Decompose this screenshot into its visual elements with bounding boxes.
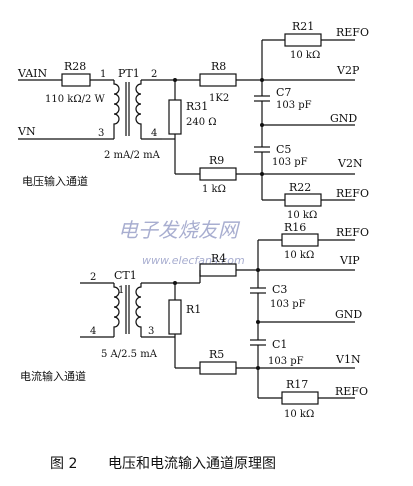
c1-label: C1 [272,338,287,351]
r17-label: R17 [286,378,308,391]
c7-value: 103 pF [276,100,312,111]
r4-label: R4 [211,252,226,265]
r16-resistor [281,233,319,247]
c3-value: 103 pF [270,299,306,310]
ct1-label: CT1 [114,269,137,282]
current-circuit: 2 4 1 3 CT1 5 A/2.5 mA R1 R4 VIP R16 10 … [20,221,369,420]
vn-label: VN [17,125,36,138]
r21-value: 10 kΩ [290,50,320,61]
svg-text:1: 1 [100,69,106,80]
svg-text:2: 2 [90,272,96,283]
r8-label: R8 [211,60,226,73]
figure-title: 电压和电流输入通道原理图 [108,456,276,472]
r21-resistor [284,33,322,47]
watermark-chinese: 电子发烧友网 [118,218,241,242]
c5-value: 103 pF [272,157,308,168]
vain-label: VAIN [17,67,47,80]
c7-label: C7 [276,86,291,99]
r16-value: 10 kΩ [284,250,314,261]
r31-value: 240 Ω [186,117,217,128]
figure-caption: 图 2 电压和电流输入通道原理图 [50,456,276,472]
r21-label: R21 [292,20,314,33]
pt1-primary-coil [113,80,120,139]
r4-resistor [199,263,237,277]
ct1-rating: 5 A/2.5 mA [101,349,158,360]
voltage-section-title: 电压输入通道 [22,174,88,188]
voltage-circuit: VAIN VN R28 110 kΩ/2 W 1 3 PT1 2 4 2 mA/… [17,20,369,221]
pt1-label: PT1 [118,67,140,80]
r9-label: R9 [209,154,224,167]
r28-label: R28 [64,60,86,73]
figure-number: 图 2 [50,456,77,472]
r28-value: 110 kΩ/2 W [45,94,106,105]
c5-label: C5 [276,143,291,156]
refo-label-1: REFO [336,26,369,39]
v2p-label: V2P [336,64,360,77]
ct1-secondary-coil [135,283,142,337]
r31-resistor [168,99,182,135]
vip-label: VIP [339,254,360,267]
gnd-label-2: GND [335,308,362,321]
r28-resistor [61,73,91,87]
svg-text:4: 4 [151,128,157,139]
svg-text:3: 3 [98,128,104,139]
c1-value: 103 pF [268,356,304,367]
r9-resistor [199,167,237,181]
gnd-label-1: GND [330,112,357,125]
pt1-secondary-coil [135,80,142,139]
v2n-label: V2N [337,157,363,170]
r22-label: R22 [289,181,311,194]
r22-value: 10 kΩ [287,210,317,221]
r5-label: R5 [209,348,224,361]
r31-label: R31 [186,100,208,113]
svg-text:4: 4 [90,326,96,337]
r17-value: 10 kΩ [284,409,314,420]
svg-text:1: 1 [118,285,124,296]
r8-resistor [199,73,237,87]
r5-resistor [199,361,237,375]
svg-text:3: 3 [148,326,154,337]
refo-label-3: REFO [336,226,369,239]
r8-value: 1K2 [209,93,229,104]
refo-label-2: REFO [336,187,369,200]
svg-text:2: 2 [151,69,157,80]
pt1-rating: 2 mA/2 mA [104,150,161,161]
current-section-title: 电流输入通道 [20,369,86,383]
refo-label-4: REFO [335,385,368,398]
r9-value: 1 kΩ [202,184,226,195]
r1-resistor [168,299,182,335]
r22-resistor [284,193,322,207]
r16-label: R16 [284,221,306,234]
ct1-primary-coil [113,283,120,337]
r1-label: R1 [186,303,201,316]
v1n-label: V1N [335,353,361,366]
c3-label: C3 [272,283,287,296]
r17-resistor [281,391,319,405]
